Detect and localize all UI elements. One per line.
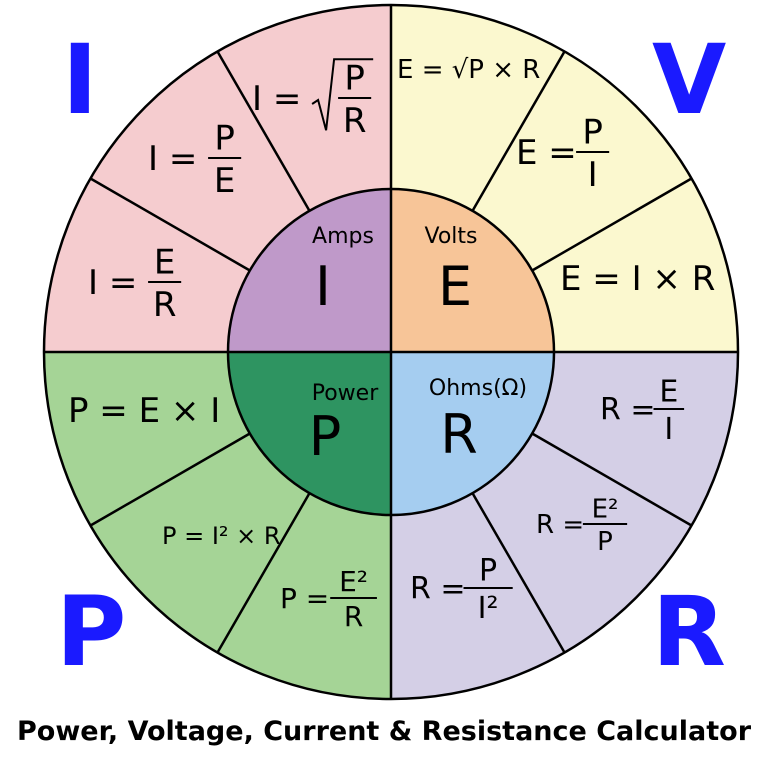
current-formula-2-denominator: E [214,161,235,201]
resistance-unit-label: Ohms(Ω) [429,376,527,401]
voltage-symbol-label: E [438,255,472,318]
voltage-formula-2-denominator: I [588,155,598,195]
wedge-divider [216,492,311,654]
current-formula-1-lhs: I = [88,263,137,303]
resistance-formula-1: R =EI [600,375,685,447]
power-corner-label: P [56,576,127,688]
voltage-formula-2: E =PI [516,113,610,195]
power-formula-1: P = E × I [68,391,220,431]
wedge-divider [216,50,311,212]
voltage-formula-1: E = √P × R [397,55,540,85]
resistance-formula-2: R = E²P [536,495,628,557]
power-unit-label: Power [312,381,379,406]
voltage-corner-label: V [652,24,727,136]
resistance-formula-2-denominator: P [597,527,613,557]
wedge-divider [471,492,566,654]
resistance-formula-1-numerator: E [659,375,678,410]
power-symbol-label: P [309,405,342,468]
outer-circle-outline [42,3,740,701]
resistance-formula-1-lhs: R = [600,393,656,428]
current-formula-2: I = PE [148,119,242,201]
resistance-formula-2-numerator: E² [592,495,619,525]
resistance-formula-3-numerator: P [479,554,497,589]
wedge-divider [531,177,693,272]
power-formula-2: P = I² × R [162,522,281,550]
resistance-formula-3-lhs: R = [410,572,466,607]
power-formula-3-numerator: E² [339,565,368,598]
current-corner-label: I [62,24,98,136]
resistance-formula-3-denominator: I² [478,591,499,626]
resistance-symbol-label: R [440,403,478,466]
power-inner-sector [228,352,391,515]
resistance-corner-label: R [652,576,726,688]
resistance-formula-2-lhs: R = [536,510,584,540]
resistance-inner-sector [391,352,554,515]
voltage-unit-label: Volts [424,224,477,249]
wedge-divider [89,432,251,527]
current-symbol-label: I [315,255,331,318]
wedge-divider [531,432,693,527]
current-formula-1: I = ER [88,243,182,325]
power-formula-3-lhs: P = [280,582,329,615]
current-formula-1-denominator: R [153,285,177,325]
power-formula-3-denominator: R [344,600,363,633]
current-inner-sector [228,189,391,352]
current-formula-3-denominator: R [343,101,367,141]
power-formula-3: P = E²R [280,565,377,633]
inner-circle-outline [226,187,556,517]
current-formula-3-numerator: P [344,59,365,99]
current-formula-3-lhs: I = [252,79,301,119]
resistance-formula-3: R = PI² [410,554,513,626]
voltage-formula-3: E = I × R [560,259,715,299]
current-formula-3: I = PR [252,58,374,141]
voltage-inner-sector [391,189,554,352]
current-formula-1-numerator: E [154,243,175,283]
diagram-caption: Power, Voltage, Current & Resistance Cal… [16,716,752,747]
current-formula-2-numerator: P [214,119,235,159]
square-root-sign [311,58,374,131]
current-formula-2-lhs: I = [148,139,197,179]
wedge-divider [471,50,566,212]
current-unit-label: Amps [312,224,374,249]
resistance-formula-1-denominator: I [664,412,673,447]
voltage-formula-2-numerator: P [582,113,603,153]
voltage-formula-2-lhs: E = [516,133,577,173]
wedge-divider [89,177,251,272]
